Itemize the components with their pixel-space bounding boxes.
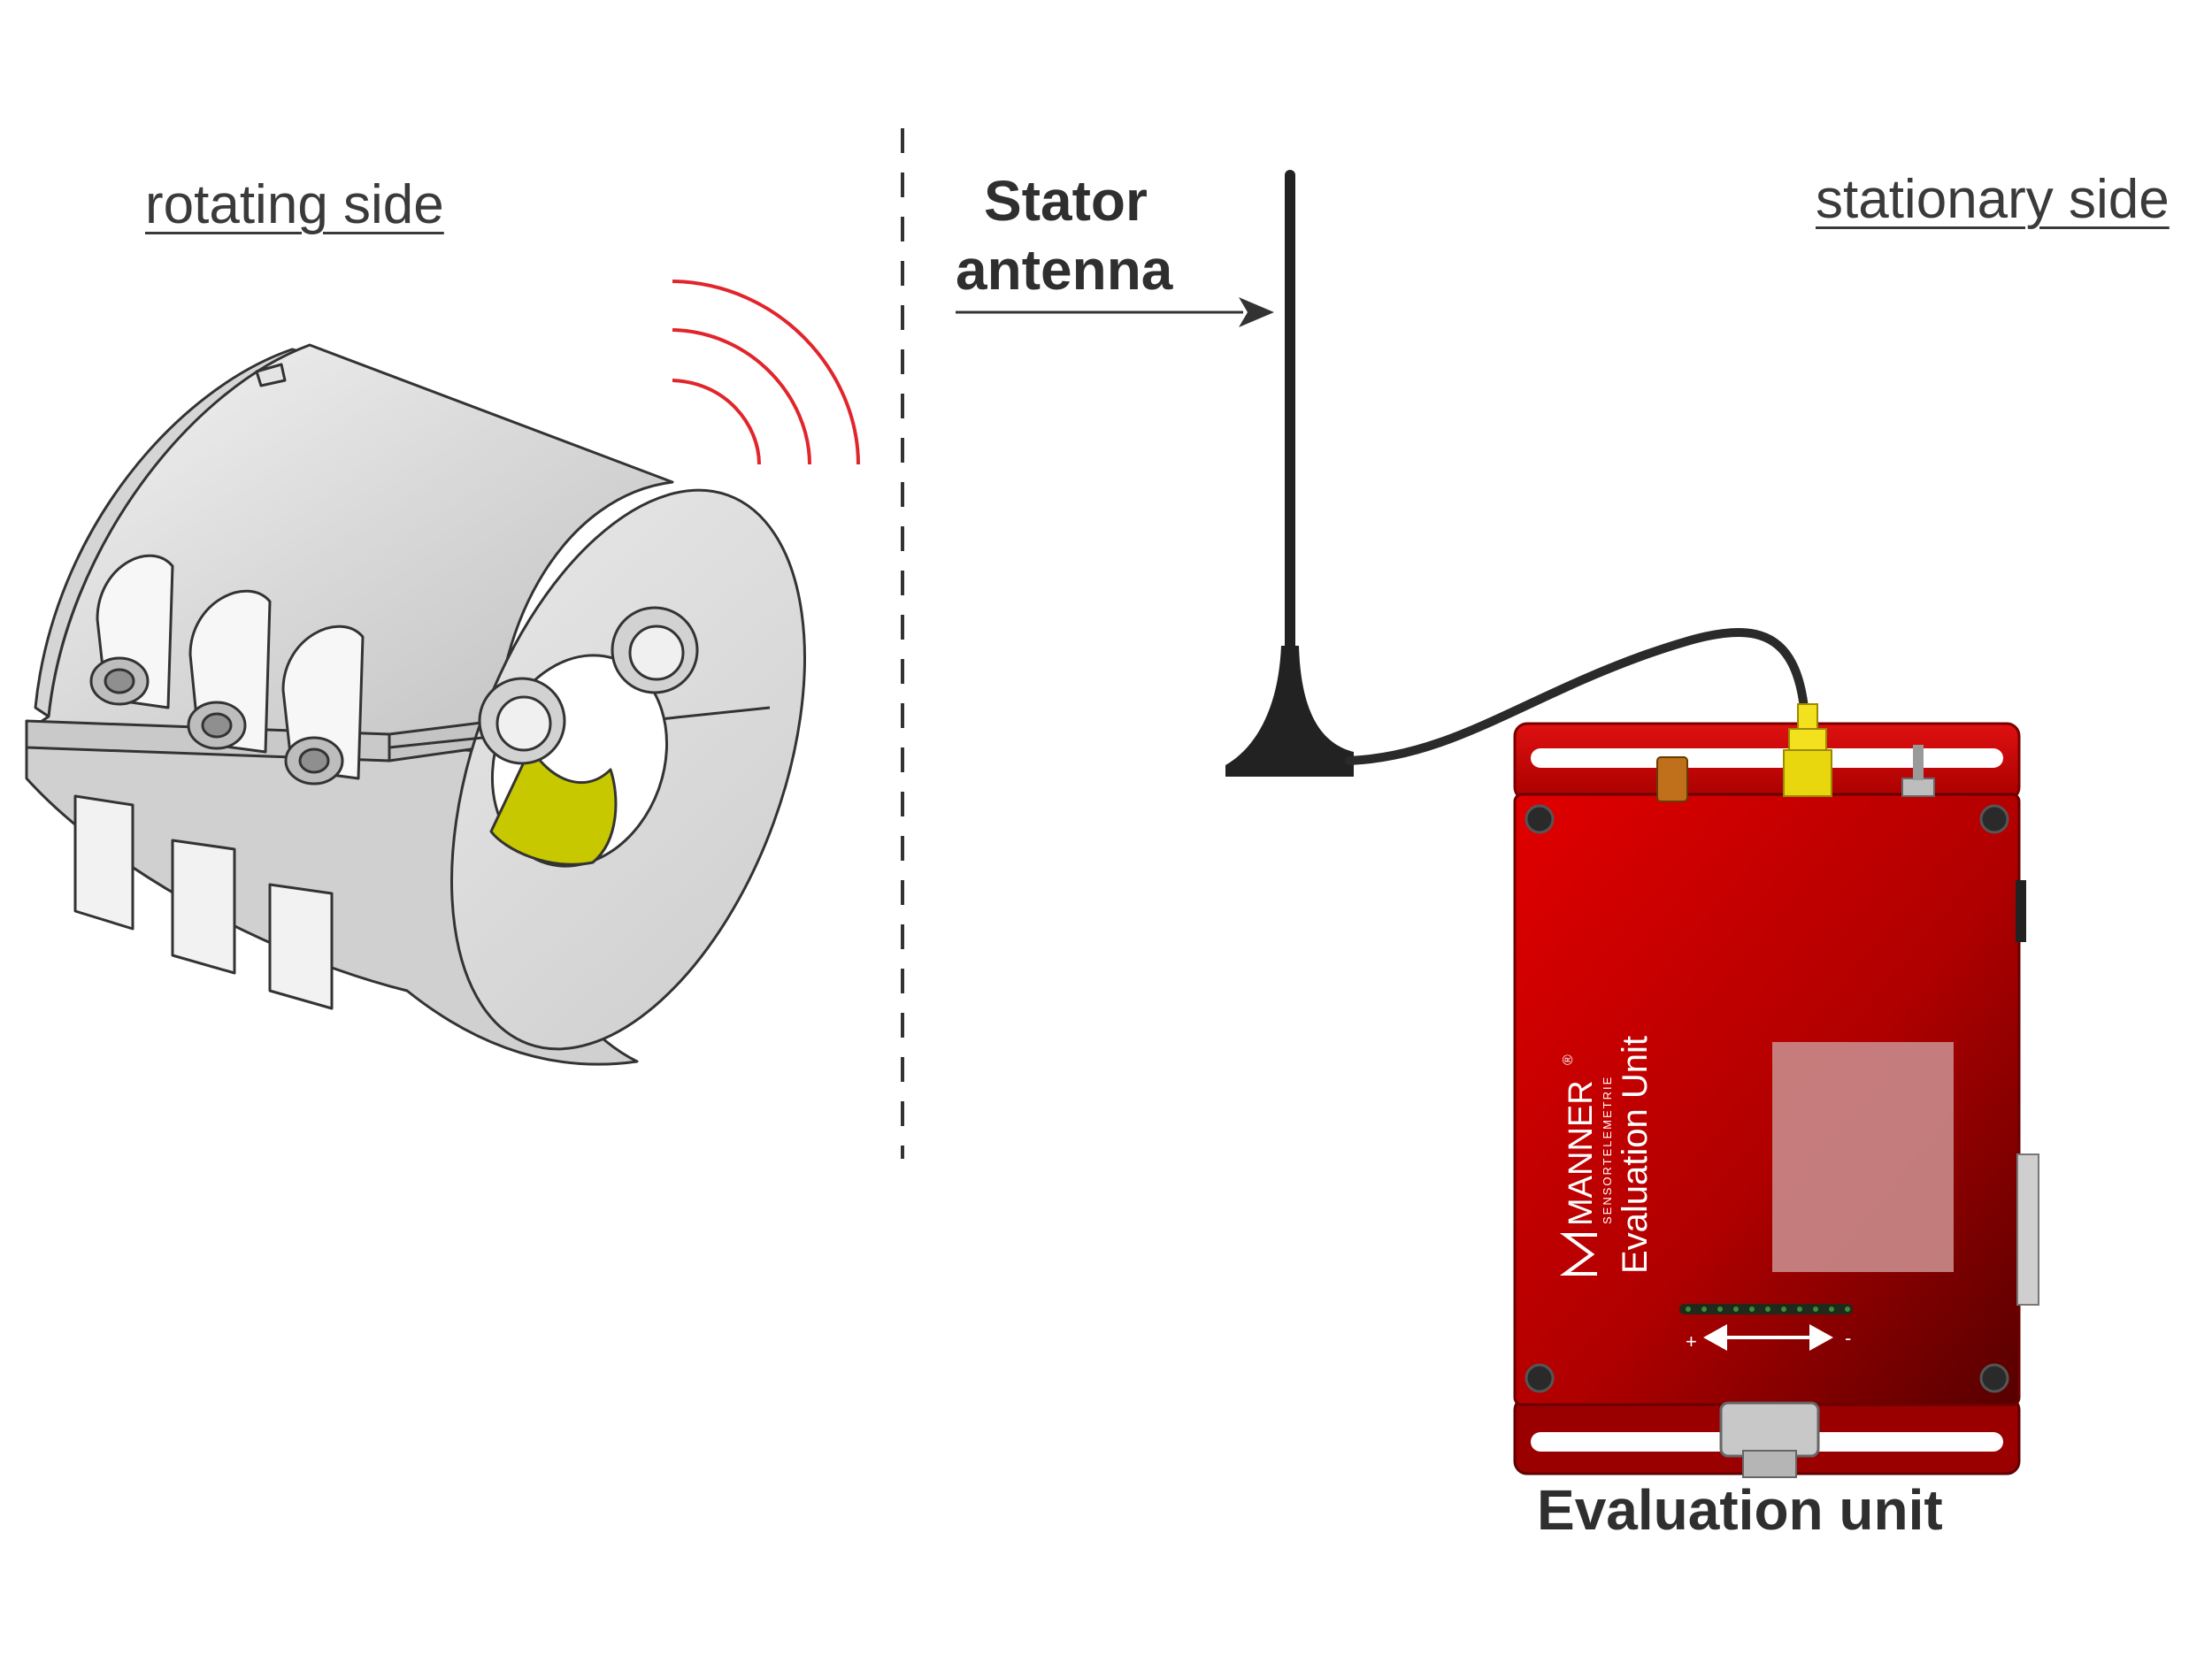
- evaluation-unit-label: Evaluation unit: [1537, 1478, 1943, 1542]
- radio-waves-icon: [672, 280, 860, 465]
- rotor-coupling: [25, 343, 806, 1066]
- display-window: [1772, 1042, 1954, 1272]
- double-arrow-icon: [1703, 1324, 1833, 1351]
- stationary-side-label: stationary side: [1816, 169, 2170, 230]
- evaluation-unit-enclosure: + - MANNER ® SENSORTELEMETRIE Evaluation…: [1513, 722, 2039, 1478]
- antenna-icon: [1225, 170, 1354, 777]
- antenna-pointer-arrow: [956, 297, 1274, 327]
- brand-logo: MANNER ® SENSORTELEMETRIE Evaluation Uni…: [1559, 1036, 1655, 1276]
- brand-name: MANNER: [1563, 1080, 1600, 1226]
- plus-label: +: [1686, 1330, 1697, 1353]
- model-name: Evaluation Unit: [1616, 1036, 1655, 1274]
- minus-label: -: [1845, 1327, 1851, 1349]
- brand-registered: ®: [1561, 1054, 1576, 1065]
- antenna-cable: [1345, 628, 1809, 765]
- stator-label-line1: Stator: [984, 169, 1148, 233]
- stator-label-line2: antenna: [956, 238, 1173, 302]
- brand-subtitle: SENSORTELEMETRIE: [1601, 1076, 1614, 1224]
- rotating-side-label: rotating side: [145, 174, 444, 235]
- sma-connector: [1783, 703, 1832, 797]
